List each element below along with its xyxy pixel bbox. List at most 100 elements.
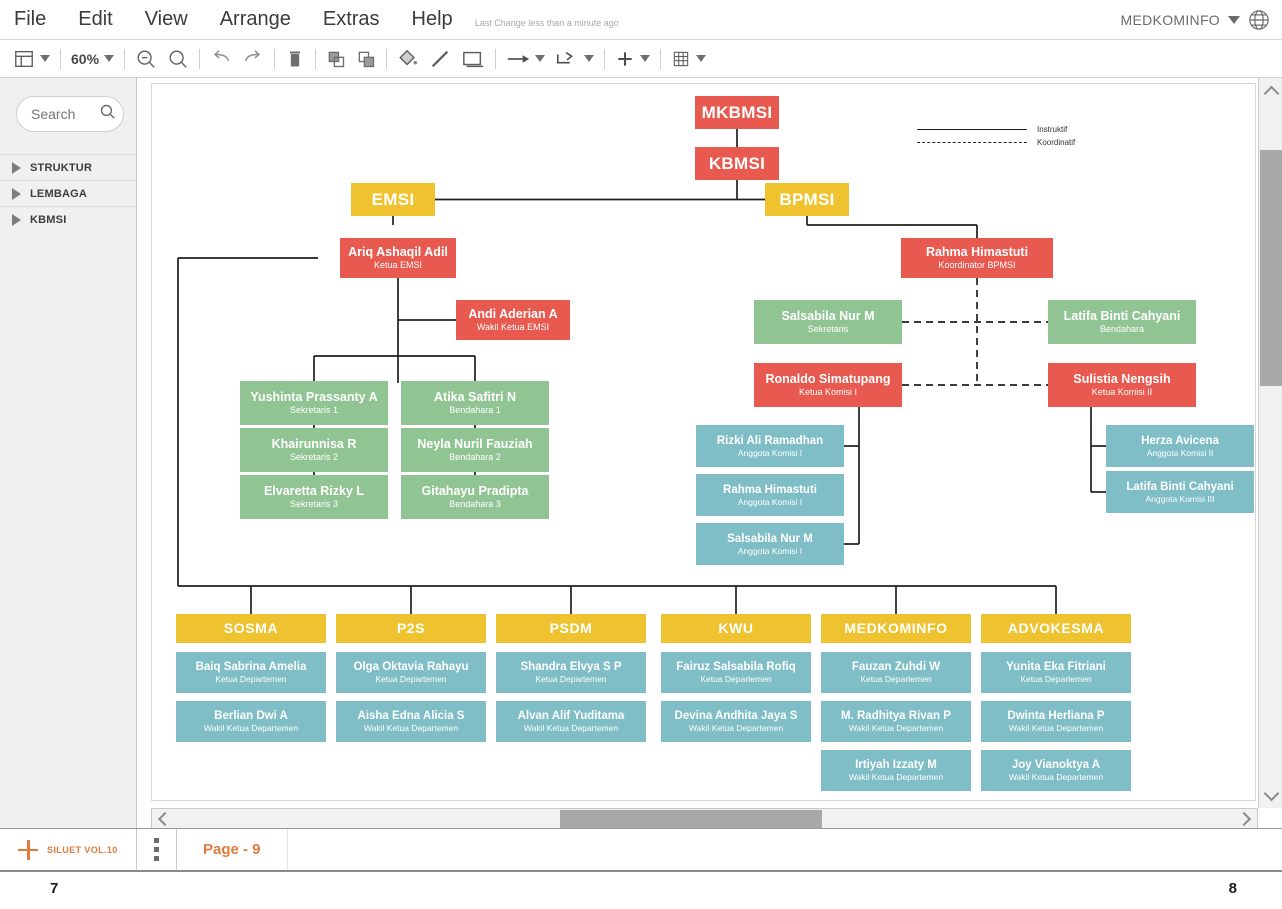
search-box[interactable] (16, 96, 124, 132)
zoom-out-button[interactable] (130, 40, 162, 78)
scroll-right-button[interactable] (1235, 809, 1257, 829)
add-page-button[interactable]: SILUET VOL.10 (0, 829, 137, 870)
line-end-style-button[interactable] (501, 40, 550, 78)
zoom-level-button[interactable]: 60% (66, 40, 119, 78)
search-input[interactable] (29, 105, 99, 123)
horizontal-scrollbar[interactable] (151, 808, 1258, 830)
org-node-sosma[interactable]: SOSMA (176, 614, 326, 643)
menu-view[interactable]: View (144, 8, 188, 30)
chevron-down-icon[interactable] (40, 55, 50, 62)
menu-extras[interactable]: Extras (322, 8, 380, 30)
table-button[interactable] (666, 40, 711, 78)
org-node-mkbmsi[interactable]: MKBMSI (695, 96, 779, 129)
org-node-kbmsi[interactable]: KBMSI (695, 147, 779, 180)
chevron-down-icon[interactable] (640, 55, 651, 62)
org-node-psdm[interactable]: PSDM (496, 614, 646, 643)
view-layout-button[interactable] (8, 40, 55, 78)
scroll-down-button[interactable] (1259, 784, 1282, 806)
sidebar-item-kbmsi[interactable]: KBMSI (0, 206, 136, 232)
org-node-advokes[interactable]: ADVOKESMA (981, 614, 1131, 643)
menu-edit[interactable]: Edit (78, 8, 113, 30)
sidebar-item-struktur[interactable]: STRUKTUR (0, 154, 136, 180)
chevron-down-icon[interactable] (696, 55, 707, 62)
search-icon[interactable] (99, 103, 116, 125)
vertical-scrollbar[interactable] (1258, 78, 1282, 808)
chevron-down-icon[interactable] (535, 55, 546, 62)
org-node-title: Olga Oktavia Rahayu (353, 661, 469, 673)
undo-button[interactable] (205, 40, 237, 78)
insert-button[interactable] (610, 40, 655, 78)
org-node-p2s[interactable]: P2S (336, 614, 486, 643)
waypoint-style-button[interactable] (550, 40, 599, 78)
to-front-button[interactable] (321, 40, 351, 78)
account-name[interactable]: MEDKOMINFO (1120, 12, 1220, 28)
menu-help[interactable]: Help (411, 8, 453, 30)
scroll-left-button[interactable] (152, 809, 174, 829)
org-node-emsi[interactable]: EMSI (351, 183, 435, 216)
vertical-scroll-thumb[interactable] (1260, 150, 1282, 386)
chevron-down-icon[interactable] (104, 55, 115, 62)
chevron-down-icon[interactable] (1228, 16, 1240, 24)
menu-file[interactable]: File (14, 8, 47, 30)
sidebar-item-lembaga[interactable]: LEMBAGA (0, 180, 136, 206)
shadow-button[interactable] (456, 40, 490, 78)
globe-icon[interactable] (1248, 9, 1270, 31)
org-node-medkom[interactable]: MEDKOMINFO (821, 614, 971, 643)
org-node-kwu[interactable]: KWU (661, 614, 811, 643)
redo-button[interactable] (237, 40, 269, 78)
menu-arrange[interactable]: Arrange (219, 8, 291, 30)
chevron-down-icon[interactable] (584, 55, 595, 62)
delete-button[interactable] (280, 40, 310, 78)
triangle-right-icon[interactable] (12, 161, 21, 174)
page-menu-button[interactable] (137, 829, 177, 870)
triangle-right-icon[interactable] (12, 213, 21, 226)
org-node-title: Yunita Eka Fitriani (1006, 661, 1106, 673)
org-node-title: Salsabila Nur M (727, 532, 813, 545)
to-back-button[interactable] (351, 40, 381, 78)
zoom-in-button[interactable] (162, 40, 194, 78)
horizontal-scroll-thumb[interactable] (560, 810, 822, 828)
scroll-up-button[interactable] (1259, 80, 1282, 102)
org-node-subtitle: Anggota Komisi III (1145, 493, 1215, 504)
triangle-right-icon[interactable] (12, 187, 21, 200)
fill-color-button[interactable] (392, 40, 424, 78)
page-tab-9[interactable]: Page - 9 (177, 829, 288, 870)
line-color-button[interactable] (424, 40, 456, 78)
org-node-bpmsi[interactable]: BPMSI (765, 183, 849, 216)
